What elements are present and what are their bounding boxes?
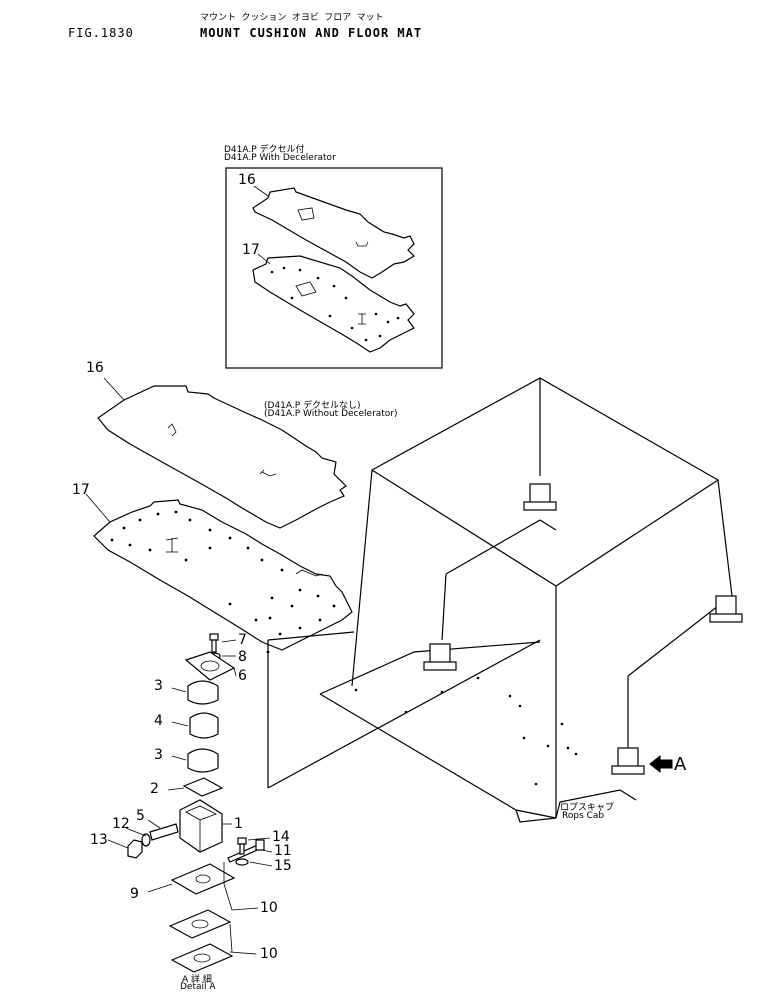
nut-13 [127, 839, 143, 859]
callout-10-lower: 10 [260, 946, 278, 962]
inset-label-en: D41A.P With Decelerator [224, 153, 336, 163]
callout-7: 7 [238, 632, 247, 648]
callout-inset-17: 17 [242, 242, 260, 258]
detail-a-arrow-label: A [674, 754, 687, 775]
cab-mount-front [611, 747, 645, 775]
callout-9: 9 [130, 886, 139, 902]
detail-label-jp: A 詳 細 [182, 975, 212, 985]
callout-12: 12 [112, 816, 130, 832]
cab-mount-left [423, 643, 457, 671]
shim-2 [182, 777, 224, 797]
bracket-1 [179, 799, 223, 853]
inset-floor-mat [252, 187, 415, 279]
callout-1: 1 [234, 816, 243, 832]
callout-6: 6 [238, 668, 247, 684]
callout-2: 2 [150, 781, 159, 797]
inset-frame [225, 167, 443, 369]
main-floor-plate [93, 499, 353, 651]
callout-4: 4 [154, 713, 163, 729]
cushion-4 [189, 712, 219, 739]
cushion-3-upper [187, 680, 219, 705]
inset-label-jp: D41A.P デクセル付 [224, 145, 305, 155]
inset-plate-holes [270, 266, 400, 342]
callout-13: 13 [90, 832, 108, 848]
cab-mount-right [709, 595, 743, 623]
detail-label-en: Detail A [180, 982, 216, 992]
callout-3-lower: 3 [154, 747, 163, 763]
screw-5 [149, 823, 179, 841]
figure-number: FIG.1830 [68, 26, 134, 40]
without-decelerator-label-2: (D41A.P Without Decelerator) [264, 409, 398, 419]
cushion-3-lower [187, 748, 219, 773]
shim-10-lower [170, 943, 234, 973]
bolt-7 [209, 633, 219, 653]
bolt-14 [237, 837, 247, 855]
callout-14: 14 [272, 829, 290, 845]
cab-label-jp: ロプスキャブ [560, 803, 615, 813]
rops-cab [267, 377, 733, 823]
main-plate-holes [110, 510, 336, 654]
callout-11: 11 [274, 843, 292, 859]
callout-3-upper: 3 [154, 678, 163, 694]
title-japanese: マウント クッション オヨビ フロア マット [200, 13, 384, 23]
washer-12 [141, 833, 151, 847]
callout-8: 8 [238, 649, 247, 665]
cab-label-en: Rops Cab [562, 811, 605, 821]
cab-mount-top [523, 483, 557, 511]
leader-lines [107, 639, 273, 955]
callout-main-16: 16 [86, 360, 104, 376]
plate-9 [170, 863, 236, 895]
callout-5: 5 [136, 808, 145, 824]
main-floor-mat [97, 385, 347, 529]
callout-15: 15 [274, 858, 292, 874]
callout-10-upper: 10 [260, 900, 278, 916]
callout-main-17: 17 [72, 482, 90, 498]
without-decelerator-label-1: (D41A.P デクセルなし) [264, 401, 361, 411]
cab-holes [354, 676, 578, 786]
title-english: MOUNT CUSHION AND FLOOR MAT [200, 26, 423, 40]
shim-10-upper [168, 909, 232, 939]
detail-a-arrow [649, 754, 673, 774]
inset-floor-plate [252, 255, 415, 353]
callout-inset-16: 16 [238, 172, 256, 188]
washer-15 [235, 858, 249, 866]
bolt-11 [227, 839, 265, 863]
